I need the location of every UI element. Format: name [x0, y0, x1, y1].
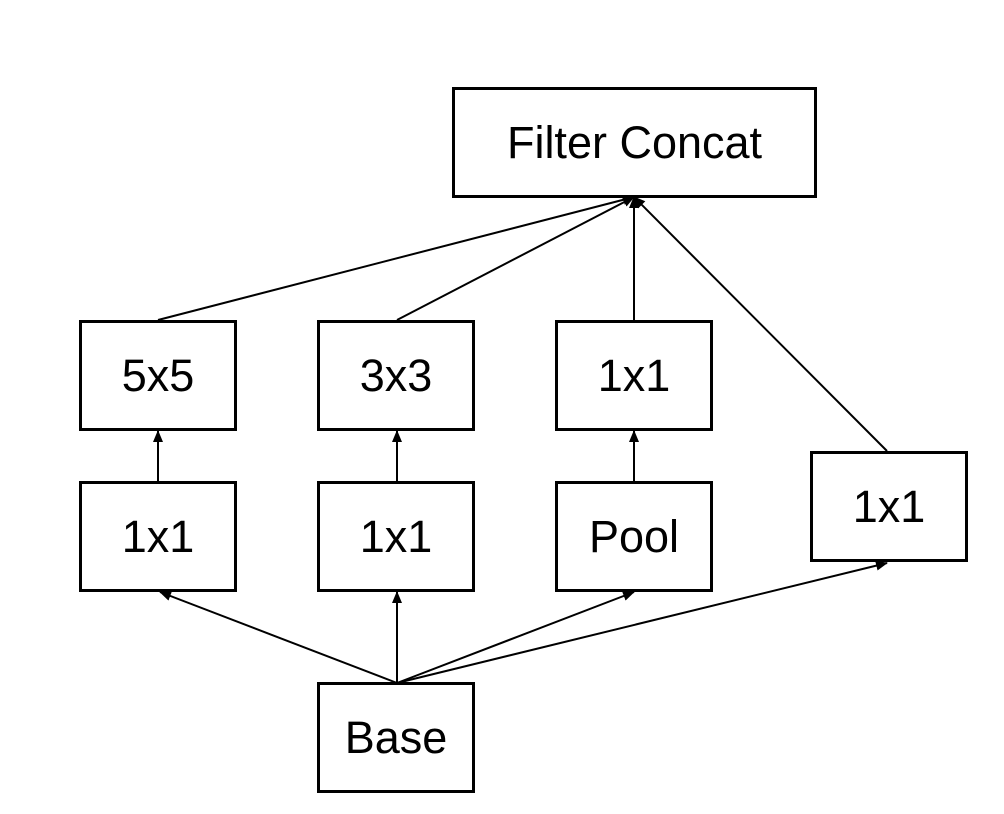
- edge-direct-1x1-to-concat: [633, 196, 888, 452]
- pool-label: Pool: [588, 510, 680, 562]
- edge-base-to-reduce-5x5: [159, 591, 398, 684]
- edge-3x3-to-concat: [396, 196, 635, 321]
- conv-1x1-after-pool-label: 1x1: [597, 349, 671, 401]
- edge-base-to-direct-1x1: [396, 560, 888, 684]
- base-node: Base: [317, 682, 475, 793]
- conv-1x1-direct-node: 1x1: [810, 451, 968, 562]
- edge-5x5-to-concat: [157, 194, 635, 321]
- conv-1x1-after-pool-node: 1x1: [555, 320, 713, 431]
- base-label: Base: [344, 711, 448, 763]
- conv-1x1-direct-label: 1x1: [852, 480, 926, 532]
- edge-base-to-pool: [396, 591, 635, 684]
- conv-5x5-label: 5x5: [121, 349, 195, 401]
- pool-node: Pool: [555, 481, 713, 592]
- filter-concat-node: Filter Concat: [452, 87, 817, 198]
- filter-concat-label: Filter Concat: [506, 116, 763, 168]
- reduce-before-5x5-label: 1x1: [121, 510, 195, 562]
- conv-3x3-node: 3x3: [317, 320, 475, 431]
- conv-3x3-label: 3x3: [359, 349, 433, 401]
- conv-5x5-node: 5x5: [79, 320, 237, 431]
- reduce-before-3x3-label: 1x1: [359, 510, 433, 562]
- reduce-before-5x5-node: 1x1: [79, 481, 237, 592]
- reduce-before-3x3-node: 1x1: [317, 481, 475, 592]
